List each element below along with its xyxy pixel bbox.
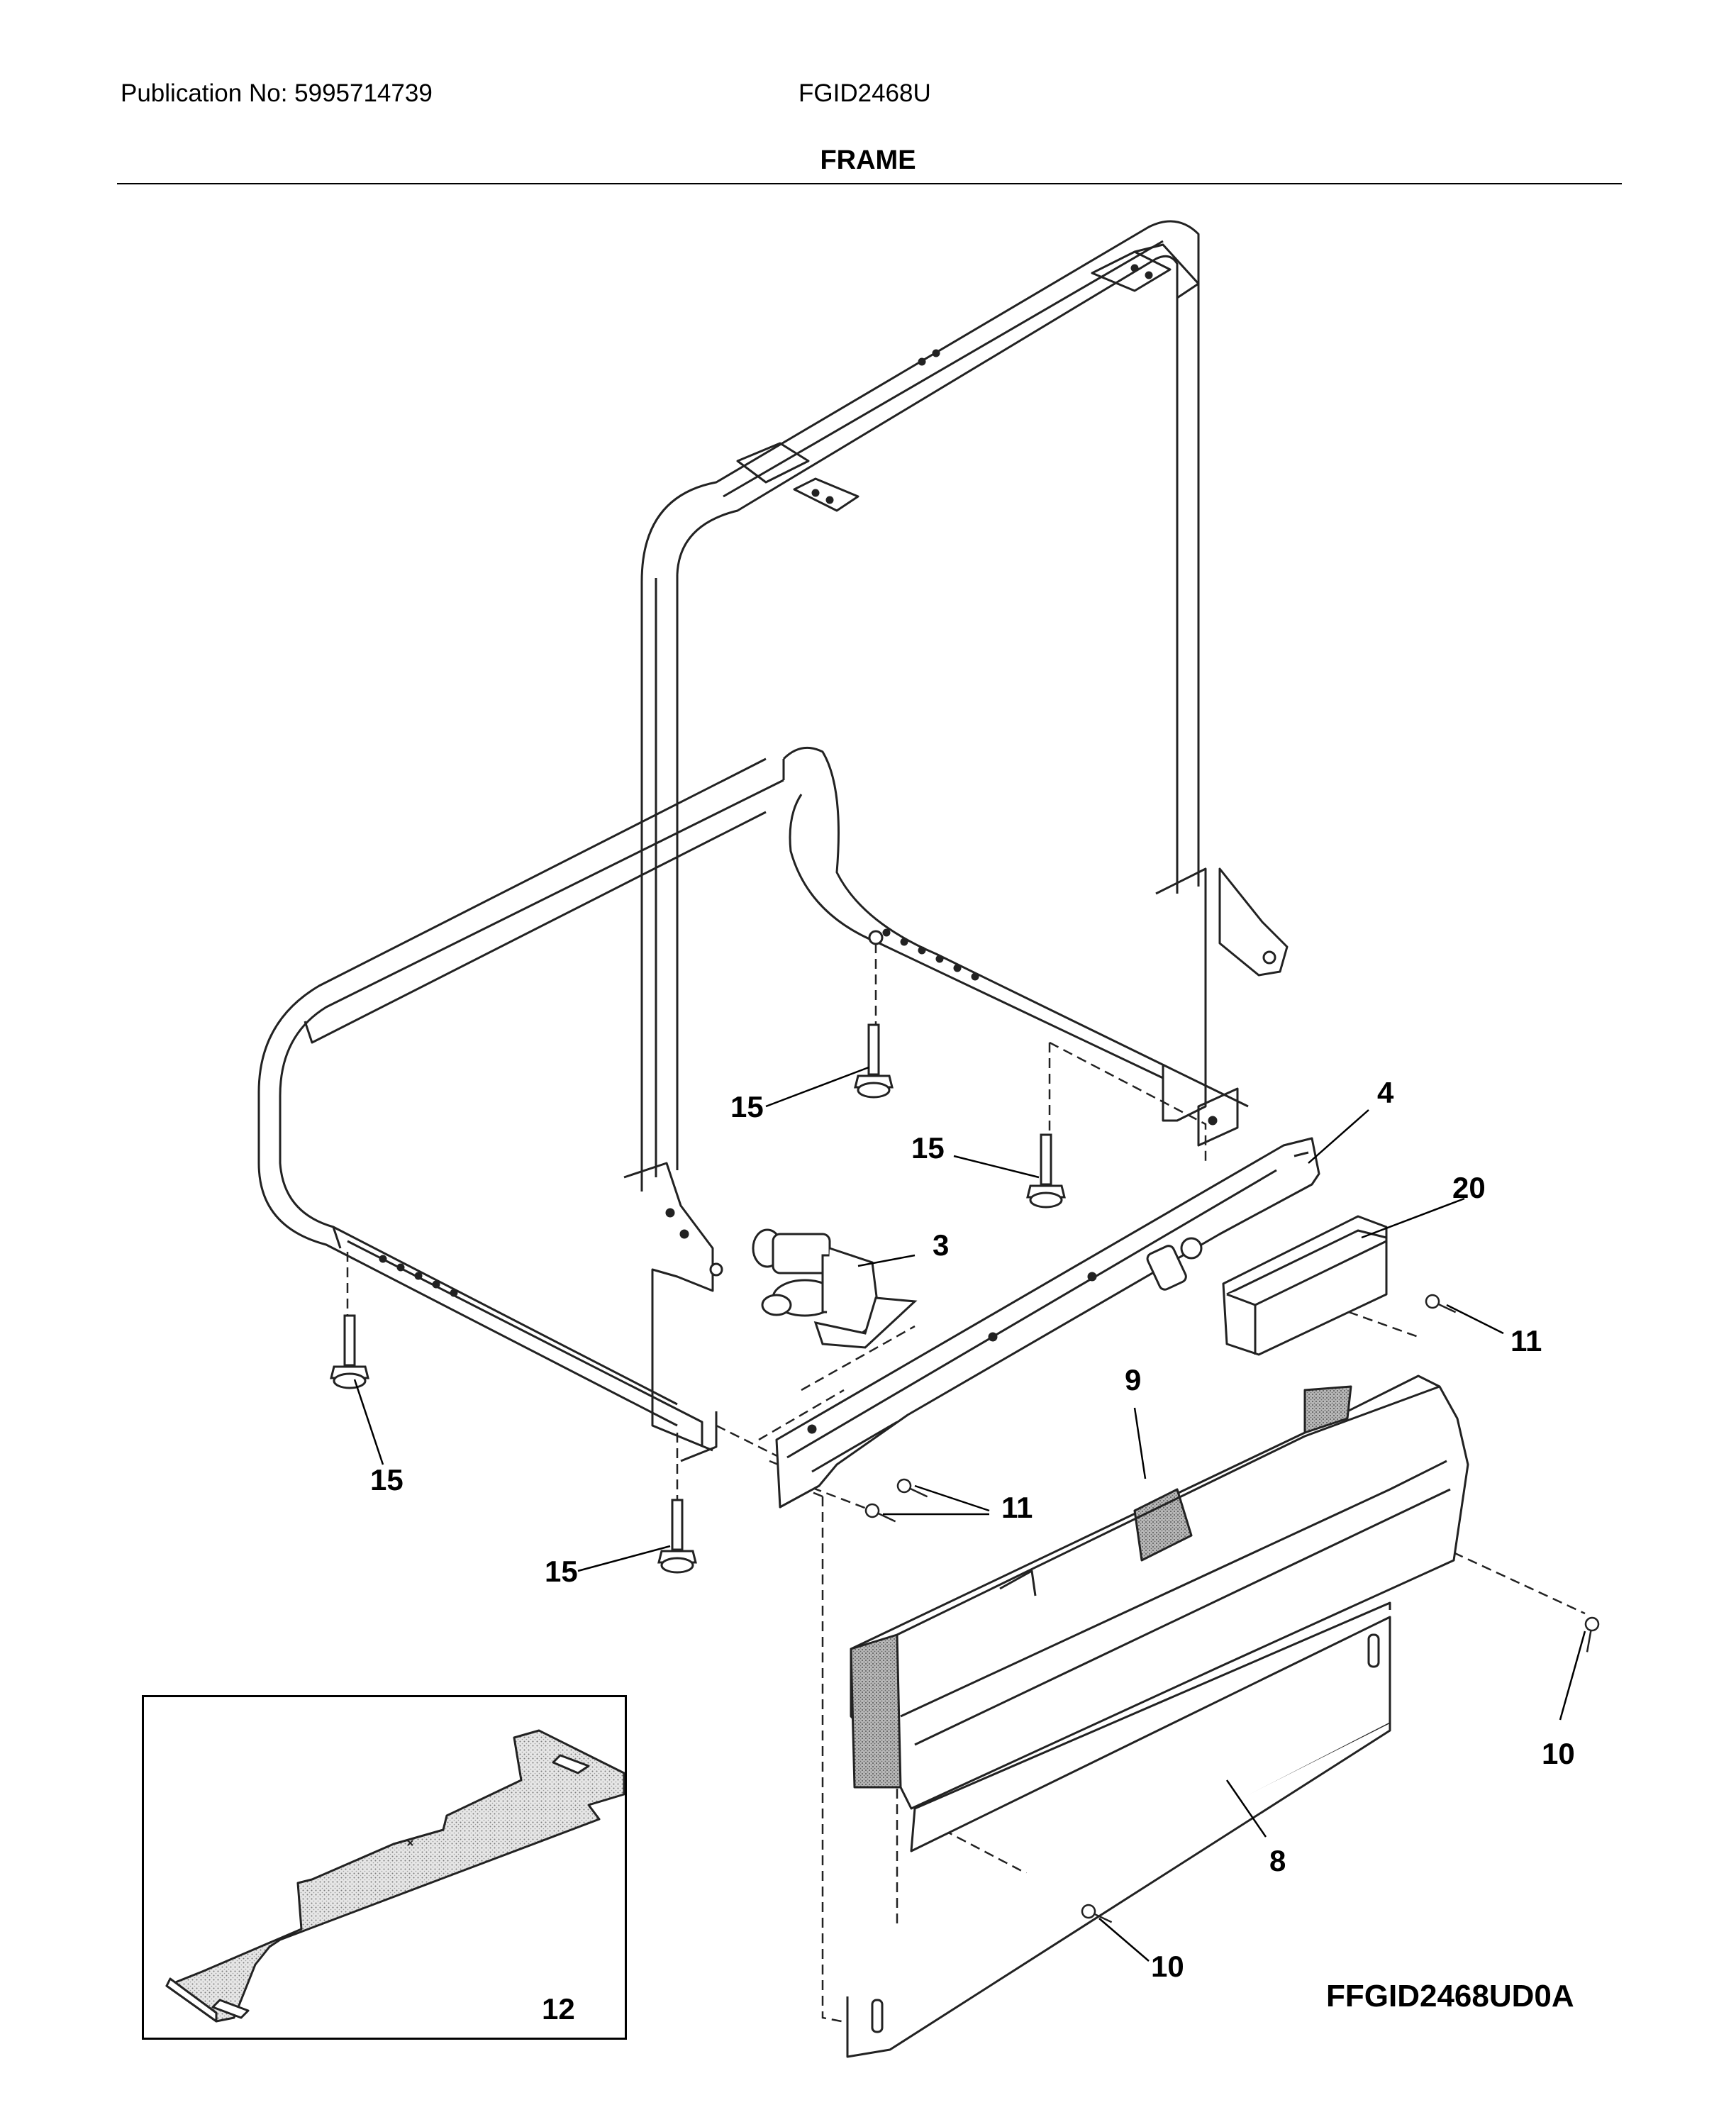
inset-part-12	[165, 1729, 625, 2023]
callout-label: 15	[730, 1090, 764, 1123]
callout-label: 15	[370, 1463, 404, 1496]
base-frame	[257, 746, 1249, 1462]
callout-label: 9	[1125, 1363, 1142, 1396]
diagram-id: FFGID2468UD0A	[1326, 1979, 1574, 2013]
callout-label: 10	[1542, 1737, 1575, 1770]
callout-label: 15	[911, 1131, 945, 1165]
header-divider	[117, 183, 1622, 184]
section-title: FRAME	[820, 145, 916, 175]
callout-label: 20	[1452, 1171, 1486, 1204]
callout-label: 15	[545, 1555, 578, 1588]
inlet-valve	[752, 1228, 918, 1349]
callout-label: 3	[933, 1228, 950, 1262]
callout-label: 11	[1001, 1491, 1033, 1524]
callout-label: 12	[542, 1992, 575, 2026]
callout-label: 11	[1510, 1324, 1542, 1357]
upright-frame	[623, 220, 1289, 1452]
callout-label: 4	[1377, 1076, 1394, 1109]
inset-frame	[142, 1695, 627, 2040]
bracket-20	[1222, 1215, 1388, 1356]
leader-lines	[353, 1066, 1586, 1962]
lower-panel	[846, 1601, 1391, 2058]
screws	[864, 1294, 1600, 1923]
callout-label: 8	[1269, 1844, 1286, 1877]
leveling-legs	[330, 1023, 1066, 1574]
publication-number: Publication No: 5995714739	[121, 79, 433, 107]
front-rail	[775, 1137, 1320, 1509]
toe-kick-panel	[850, 1374, 1469, 1810]
callout-label: 10	[1151, 1950, 1184, 1983]
model-number: FGID2468U	[799, 79, 931, 107]
